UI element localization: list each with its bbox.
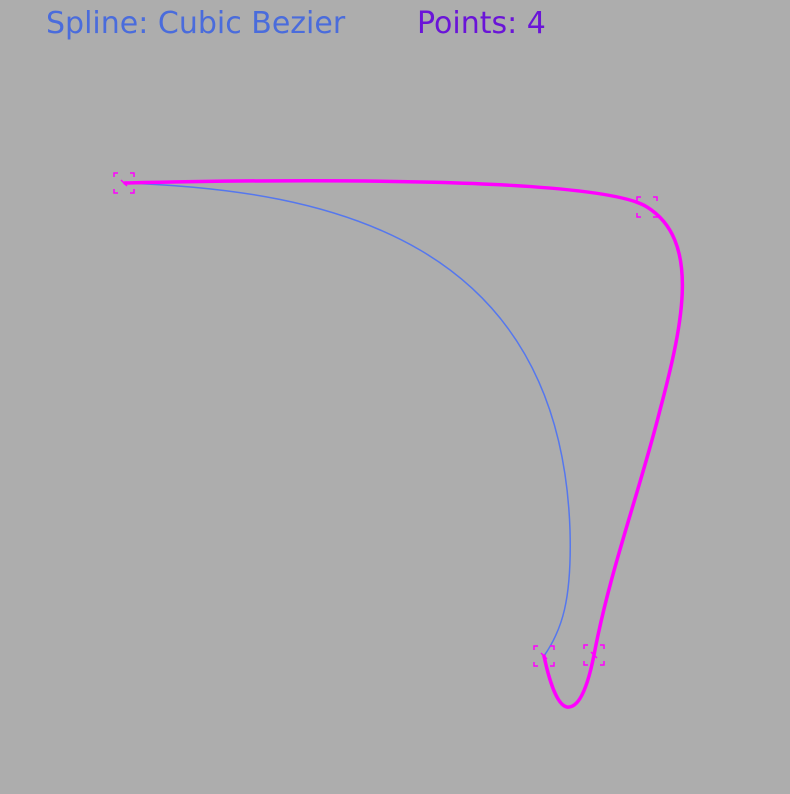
control-curve	[124, 182, 572, 657]
control-point-3[interactable]	[533, 645, 555, 667]
control-point-1[interactable]	[113, 172, 135, 194]
spline-type-label: Spline: Cubic Bezier	[46, 6, 346, 41]
control-point-4[interactable]	[583, 644, 605, 666]
control-point-markers	[113, 172, 658, 667]
spline-curve	[123, 179, 685, 709]
points-count-label: Points: 4	[417, 6, 546, 41]
control-point-2[interactable]	[636, 196, 658, 218]
